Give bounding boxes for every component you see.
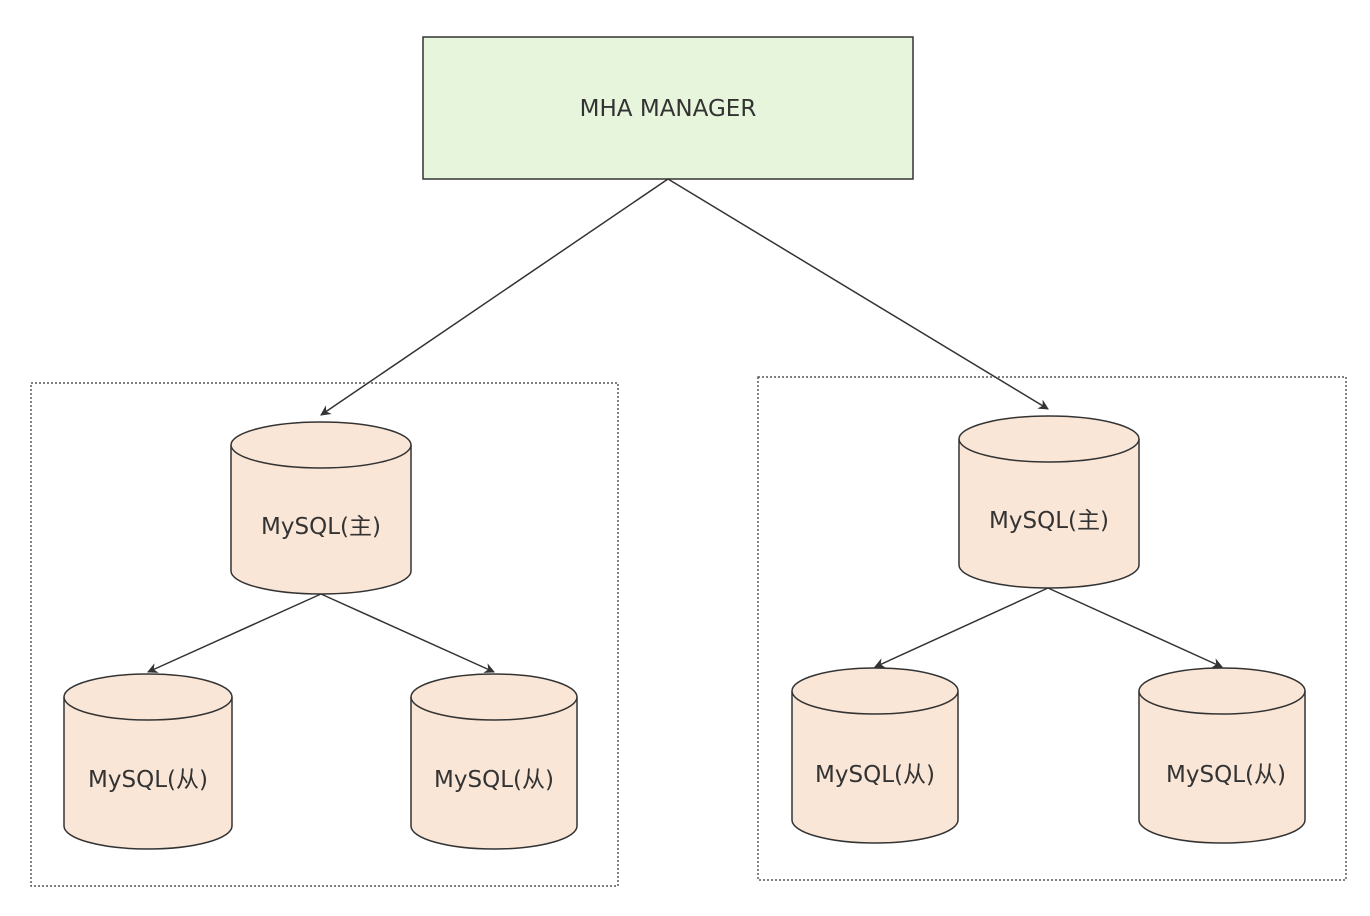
group-1-slave-1-label: MySQL(从) <box>88 767 208 793</box>
group-2-slave-1-label: MySQL(从) <box>815 762 935 788</box>
replication-group-1-box <box>30 382 619 887</box>
group-2-slave-2-label: MySQL(从) <box>1166 762 1286 788</box>
group-1-master-database[interactable]: MySQL(主) <box>230 421 412 595</box>
edge-master-2-to-slave-2 <box>1047 587 1223 668</box>
cylinder-top-rim <box>1138 690 1306 715</box>
group-2-slave-2-database[interactable]: MySQL(从) <box>1138 667 1306 844</box>
group-1-slave-1-database[interactable]: MySQL(从) <box>63 673 233 850</box>
edge-master-1-to-slave-1 <box>147 593 322 673</box>
cylinder-top-rim <box>958 438 1140 463</box>
cylinder-top-rim <box>791 690 959 715</box>
database-cylinder-icon <box>410 673 578 850</box>
cylinder-top-rim <box>410 696 578 721</box>
database-cylinder-icon <box>791 667 959 844</box>
database-cylinder-icon <box>63 673 233 850</box>
edge-master-1-to-slave-2 <box>320 593 495 673</box>
edge-manager-to-master-2 <box>667 178 1049 410</box>
group-1-master-label: MySQL(主) <box>261 514 381 540</box>
mha-manager-label: MHA MANAGER <box>580 96 757 122</box>
group-2-master-database[interactable]: MySQL(主) <box>958 415 1140 589</box>
group-2-master-label: MySQL(主) <box>989 508 1109 534</box>
mha-manager-node[interactable]: MHA MANAGER <box>422 36 914 180</box>
group-2-slave-1-database[interactable]: MySQL(从) <box>791 667 959 844</box>
edge-manager-to-master-1 <box>320 178 669 416</box>
cylinder-top-rim <box>63 696 233 721</box>
group-1-slave-2-label: MySQL(从) <box>434 767 554 793</box>
mha-manager-box <box>422 36 914 180</box>
cylinder-top-rim <box>230 444 412 469</box>
group-1-slave-2-database[interactable]: MySQL(从) <box>410 673 578 850</box>
database-cylinder-icon <box>1138 667 1306 844</box>
edge-master-2-to-slave-1 <box>874 587 1049 668</box>
replication-group-2-box <box>757 376 1347 881</box>
